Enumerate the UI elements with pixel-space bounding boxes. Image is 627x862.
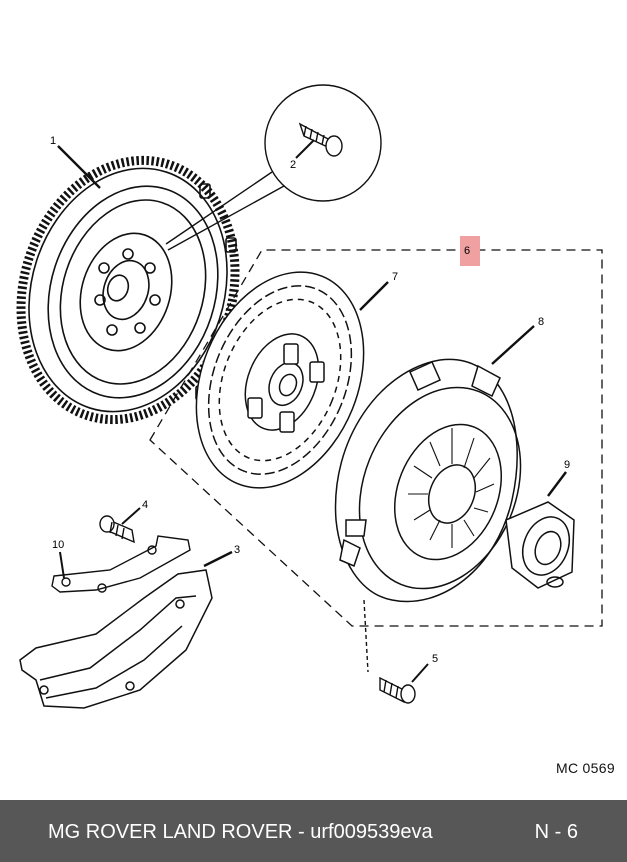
leader-4 [121, 507, 141, 525]
clutch-disc [195, 271, 365, 489]
callout-5: 5 [432, 653, 438, 665]
leader-8 [491, 325, 535, 365]
flywheel [16, 155, 240, 425]
callout-7: 7 [392, 271, 398, 283]
callout-9: 9 [564, 459, 570, 471]
leader-2 [295, 139, 315, 159]
bolt-5 [363, 599, 416, 704]
exploded-parts-diagram: 1 2 6 7 [16, 84, 603, 709]
callout-8: 8 [538, 316, 544, 328]
callout-2: 2 [290, 159, 296, 171]
cover-plate [19, 569, 213, 709]
footer-brand-text: MG ROVER LAND ROVER - urf009539eva [48, 821, 433, 843]
leader-9 [547, 471, 567, 497]
bolt-4 [99, 515, 135, 544]
callout-6-highlight [460, 236, 480, 266]
assembly-outline [149, 249, 603, 627]
bolt-detail [165, 84, 382, 251]
leader-5 [411, 663, 429, 683]
callout-4: 4 [142, 499, 148, 511]
leader-7 [359, 281, 389, 311]
leader-1 [57, 145, 101, 189]
pressure-plate [334, 358, 522, 603]
footer-page-number: N - 6 [534, 821, 578, 843]
bracket-10 [51, 535, 191, 593]
callout-10: 10 [52, 539, 64, 551]
leader-10 [59, 551, 65, 579]
callout-3: 3 [234, 544, 240, 556]
callout-6: 6 [464, 245, 470, 257]
leader-3 [203, 550, 233, 568]
footer-bar: MG ROVER LAND ROVER - urf009539eva N - 6 [0, 800, 627, 862]
callout-1: 1 [50, 135, 56, 147]
reference-code: MC 0569 [556, 760, 615, 776]
release-bearing [505, 501, 575, 589]
